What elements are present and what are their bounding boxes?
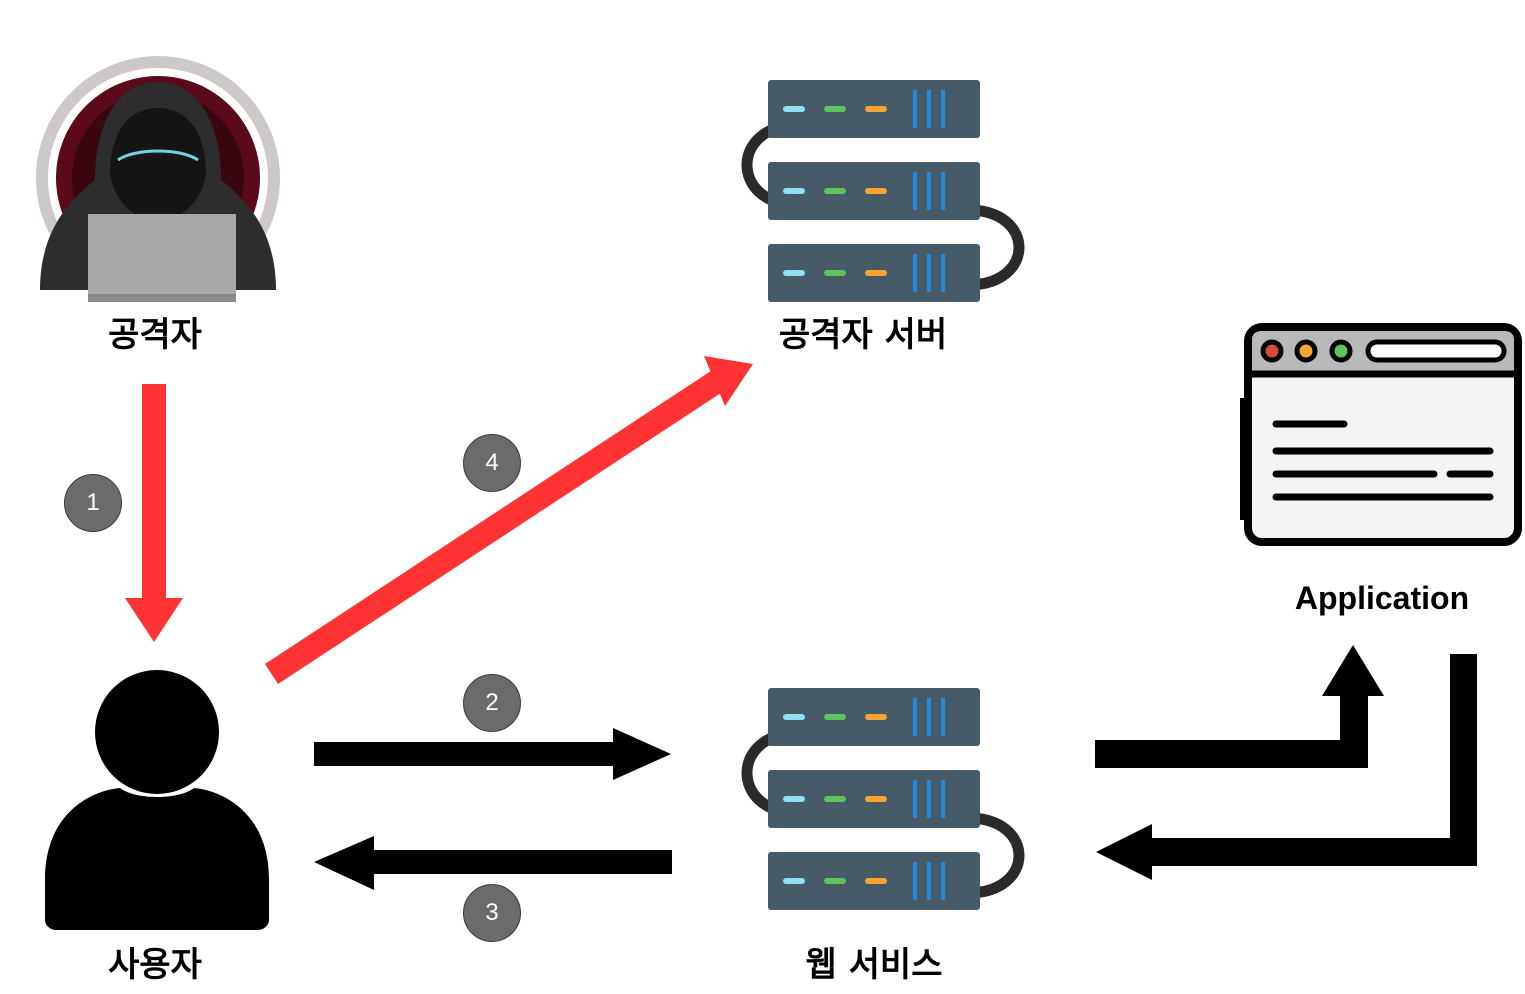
user-label: 사용자 (108, 945, 202, 985)
attacker-label: 공격자 (108, 315, 202, 355)
application-window-icon (1240, 323, 1522, 546)
arrow-web-to-application (1095, 645, 1384, 768)
arrow-step-4 (265, 356, 753, 684)
web-service-server-icon (747, 688, 1019, 910)
attacker-server-icon (747, 80, 1019, 302)
attacker-icon (36, 56, 280, 302)
arrow-application-to-web (1096, 654, 1477, 880)
arrow-step-2 (314, 728, 671, 780)
arrow-step-1 (125, 384, 183, 642)
web-service-label: 웹 서비스 (805, 945, 943, 985)
step-4-badge: 4 (463, 434, 521, 492)
step-2-badge: 2 (463, 674, 521, 732)
user-icon (45, 670, 269, 930)
step-3-badge: 3 (463, 884, 521, 942)
step-1-badge: 1 (64, 474, 122, 532)
application-label: Application (1294, 580, 1470, 616)
attacker-server-label: 공격자 서버 (778, 315, 948, 355)
arrow-step-3 (314, 836, 672, 890)
